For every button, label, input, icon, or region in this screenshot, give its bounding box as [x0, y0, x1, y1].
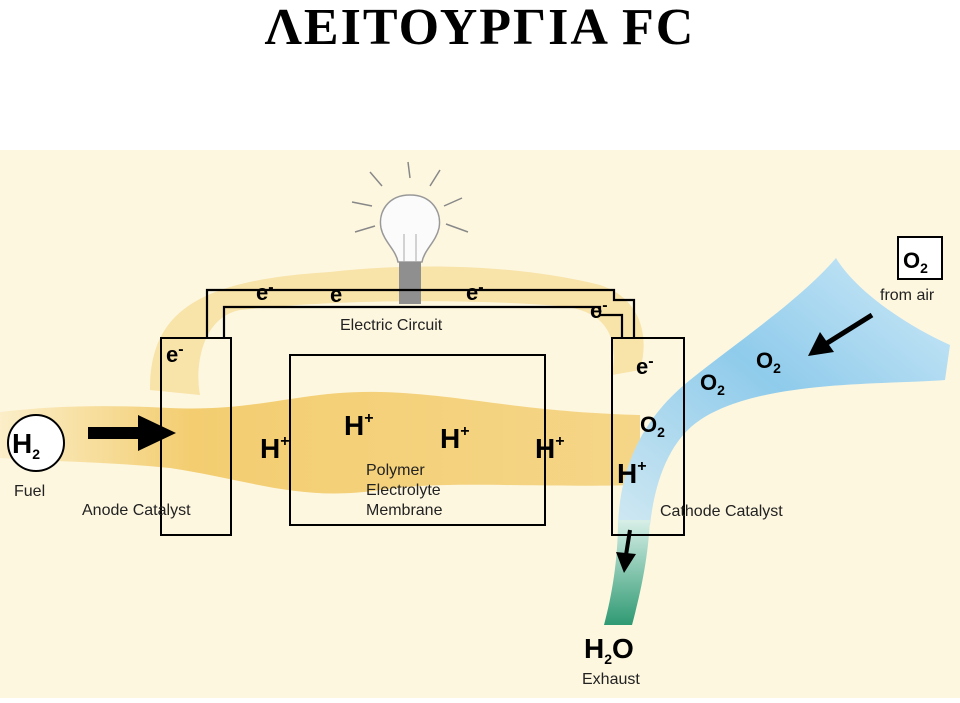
svg-text:H2: H2 [12, 428, 40, 462]
membrane-label-line3: Membrane [366, 502, 443, 519]
air-arrow [808, 312, 874, 356]
air-flow [618, 258, 950, 525]
anode-label: Anode Catalyst [82, 502, 191, 519]
exhaust-label: Exhaust [582, 671, 640, 688]
oxygen-labels: O2 O2 O2 [640, 348, 781, 440]
electron-labels: e- e- e- e- e- e- [166, 279, 654, 379]
electron-5: e- [166, 341, 184, 367]
oxygen-2: O2 [700, 370, 725, 398]
oxygen-3: O2 [640, 412, 665, 440]
electron-2: e- [330, 281, 348, 307]
membrane-label-line1: Polymer [366, 462, 425, 479]
hydrogen-molecule-icon: H2 [7, 414, 65, 472]
water-label: H2O [584, 633, 634, 667]
from-air-label: from air [880, 287, 935, 304]
cathode-label: Cathode Catalyst [660, 503, 783, 520]
fuel-arrow [88, 415, 176, 451]
proton-labels: H+ H+ H+ H+ H+ [260, 410, 647, 489]
proton-3: H+ [440, 423, 470, 454]
oxygen-source-icon: O2 [897, 236, 943, 280]
circuit-glow [150, 266, 644, 395]
fuel-label: Fuel [14, 483, 45, 500]
cathode-catalyst [611, 337, 685, 536]
light-bulb-icon [379, 194, 441, 304]
electron-4: e- [590, 297, 608, 323]
electric-circuit-label: Electric Circuit [340, 317, 443, 334]
light-rays [351, 161, 469, 233]
oxygen-1: O2 [756, 348, 781, 376]
exhaust-flow [604, 520, 650, 625]
proton-1: H+ [260, 433, 290, 464]
electric-circuit [205, 288, 636, 338]
svg-text:O2: O2 [903, 248, 928, 276]
polymer-electrolyte-membrane [289, 354, 546, 526]
exhaust-arrow [616, 529, 636, 573]
proton-5: H+ [617, 458, 647, 489]
membrane-label-line2: Electrolyte [366, 482, 441, 499]
electron-6: e- [636, 353, 654, 379]
electron-3: e- [466, 279, 484, 305]
fuel-cell-diagram: H2 O2 e- e- e- e- e- e- H+ H+ H+ H+ H+ O… [0, 150, 960, 698]
proton-4: H+ [535, 433, 565, 464]
page-title: ΛΕΙΤΟΥΡΓΙΑ FC [264, 0, 696, 56]
electron-1: e- [256, 279, 274, 305]
proton-2: H+ [344, 410, 374, 441]
